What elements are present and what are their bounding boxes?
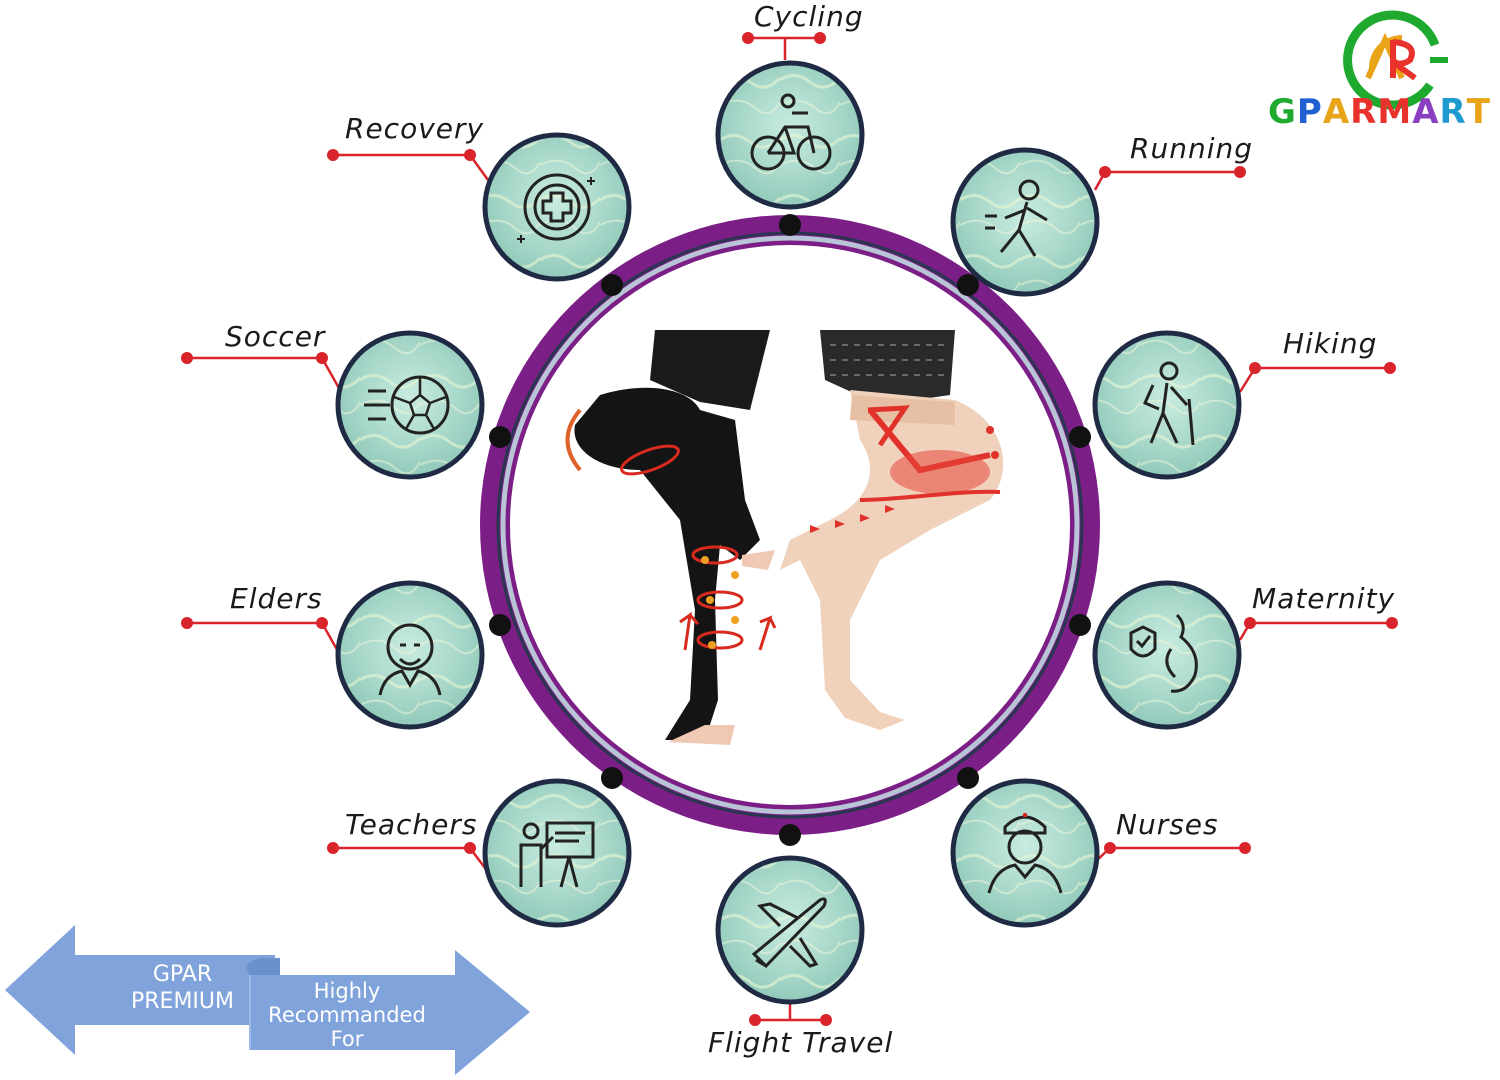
bubble-elders bbox=[335, 580, 485, 730]
brand-letter: M bbox=[1377, 92, 1413, 132]
connector-lines bbox=[181, 32, 1398, 1026]
ring-dot bbox=[957, 274, 979, 296]
connector-soccer bbox=[181, 352, 342, 391]
pregnant-woman-icon bbox=[1129, 613, 1198, 693]
ring-dot bbox=[957, 767, 979, 789]
central-ring bbox=[480, 215, 1100, 835]
ring-dots bbox=[489, 214, 1091, 846]
label-flight-travel: Flight Travel bbox=[708, 1026, 894, 1059]
hiker-icon bbox=[1143, 361, 1195, 446]
bubble-hiking bbox=[1092, 330, 1242, 480]
gparmart-logo-icon bbox=[1343, 10, 1448, 110]
connector-teachers bbox=[327, 842, 489, 873]
ring-dot bbox=[601, 274, 623, 296]
bubble-cycling bbox=[715, 60, 865, 210]
bubble-nurses bbox=[950, 778, 1100, 928]
elder-icon bbox=[378, 623, 442, 696]
label-elders: Elders bbox=[230, 582, 323, 615]
label-recovery: Recovery bbox=[345, 112, 485, 145]
banner-tagline-line-3: For bbox=[330, 1027, 364, 1051]
ring-dot bbox=[1069, 614, 1091, 636]
banner-brand-line-1: GPAR bbox=[152, 962, 213, 987]
brand-letter: T bbox=[1466, 92, 1491, 132]
bubble-maternity bbox=[1092, 580, 1242, 730]
brand-letter: G bbox=[1268, 92, 1297, 132]
connector-nurses bbox=[1094, 842, 1251, 863]
connector-elders bbox=[181, 617, 342, 656]
brand-letter: R bbox=[1350, 92, 1378, 132]
bubble-soccer bbox=[335, 330, 485, 480]
ring-dot bbox=[489, 614, 511, 636]
ring-dot bbox=[779, 214, 801, 236]
bubble-flight-travel bbox=[715, 855, 865, 1005]
medical-cross-icon bbox=[517, 173, 595, 243]
label-nurses: Nurses bbox=[1116, 808, 1219, 841]
label-hiking: Hiking bbox=[1283, 327, 1378, 360]
banner-brand-text: GPAR PREMIUM bbox=[120, 963, 245, 1014]
brand-letter: R bbox=[1439, 92, 1467, 132]
connector-cycling bbox=[742, 32, 826, 60]
teacher-icon bbox=[519, 821, 595, 888]
banner-tagline-text: Highly Recommanded For bbox=[262, 979, 432, 1051]
label-soccer: Soccer bbox=[225, 320, 326, 353]
connector-running bbox=[1093, 166, 1246, 191]
bicycle-icon bbox=[750, 93, 832, 171]
ring-dot bbox=[1069, 426, 1091, 448]
brand-letter: P bbox=[1296, 92, 1323, 132]
connector-hiking bbox=[1238, 362, 1396, 393]
brand-name: GPARMART bbox=[1268, 92, 1491, 132]
ring-dot bbox=[601, 767, 623, 789]
use-bubbles bbox=[335, 60, 1242, 1005]
label-maternity: Maternity bbox=[1252, 582, 1396, 615]
banner-tagline-line-1: Highly bbox=[313, 979, 381, 1003]
nurse-icon bbox=[987, 813, 1063, 894]
brand-letter: A bbox=[1322, 92, 1351, 132]
banner-tagline-line-2: Recommanded bbox=[268, 1003, 426, 1027]
brand-letter: A bbox=[1412, 92, 1440, 132]
label-running: Running bbox=[1130, 132, 1253, 165]
premium-banner bbox=[5, 925, 530, 1075]
label-cycling: Cycling bbox=[754, 0, 864, 33]
bubble-recovery bbox=[482, 132, 632, 282]
product-photo bbox=[565, 330, 1004, 745]
bubble-teachers bbox=[482, 778, 632, 928]
ring-dot bbox=[489, 426, 511, 448]
connector-flight-travel bbox=[749, 1000, 832, 1026]
bubble-running bbox=[950, 147, 1100, 297]
banner-brand-line-2: PREMIUM bbox=[130, 989, 234, 1014]
connector-maternity bbox=[1238, 617, 1398, 641]
label-teachers: Teachers bbox=[345, 808, 478, 841]
soccer-ball-icon bbox=[364, 375, 450, 435]
ring-dot bbox=[779, 824, 801, 846]
airplane-icon bbox=[751, 897, 827, 969]
connector-recovery bbox=[327, 149, 490, 181]
runner-icon bbox=[985, 179, 1048, 257]
